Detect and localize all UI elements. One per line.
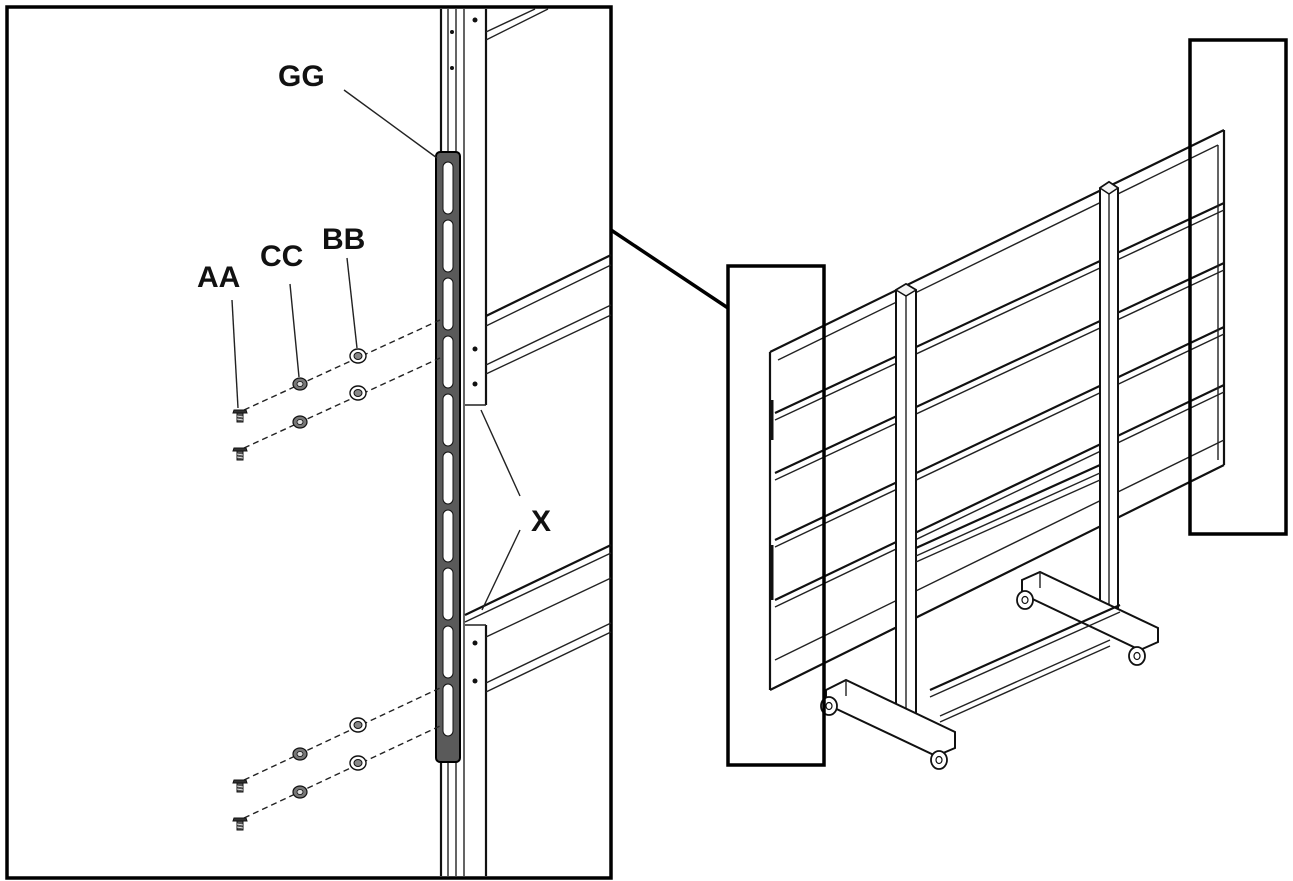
cross-bar — [915, 463, 1101, 563]
washer-bb-icon — [349, 717, 367, 733]
nut-cc-icon — [292, 785, 308, 799]
left-upright — [894, 282, 918, 736]
screw-aa-icon — [232, 779, 248, 793]
slotted-bracket-gg — [435, 151, 461, 763]
washer-bb-icon — [349, 755, 367, 771]
nut-cc-icon — [292, 415, 308, 429]
washer-bb-icon — [349, 348, 367, 364]
shelf-slats — [770, 145, 1225, 661]
callout-connector — [610, 228, 729, 310]
right-upright — [1098, 180, 1120, 619]
highlight-box-left — [726, 264, 826, 767]
caster-icon — [930, 750, 948, 770]
shelf-panels — [464, 8, 612, 693]
caster-icon — [1128, 646, 1146, 666]
label-x: X — [531, 505, 551, 538]
screw-aa-icon — [232, 447, 248, 461]
rear-panel — [768, 129, 1226, 691]
nut-cc-icon — [292, 747, 308, 761]
caster-icon — [1016, 590, 1034, 610]
detail-frame — [5, 5, 613, 880]
rolling-base — [820, 570, 1159, 770]
nut-cc-icon — [292, 377, 308, 391]
label-bb: BB — [322, 223, 365, 256]
overview-view — [726, 38, 1288, 770]
screw-aa-icon — [232, 409, 248, 423]
leader-lines — [231, 89, 521, 611]
assembly-lines — [243, 319, 441, 819]
washer-bb-icon — [349, 385, 367, 401]
screw-aa-icon — [232, 817, 248, 831]
label-gg: GG — [278, 60, 325, 93]
detail-view: GG AA CC BB X — [5, 5, 613, 880]
label-cc: CC — [260, 240, 303, 273]
label-aa: AA — [197, 261, 240, 294]
highlight-box-right — [1188, 38, 1288, 536]
